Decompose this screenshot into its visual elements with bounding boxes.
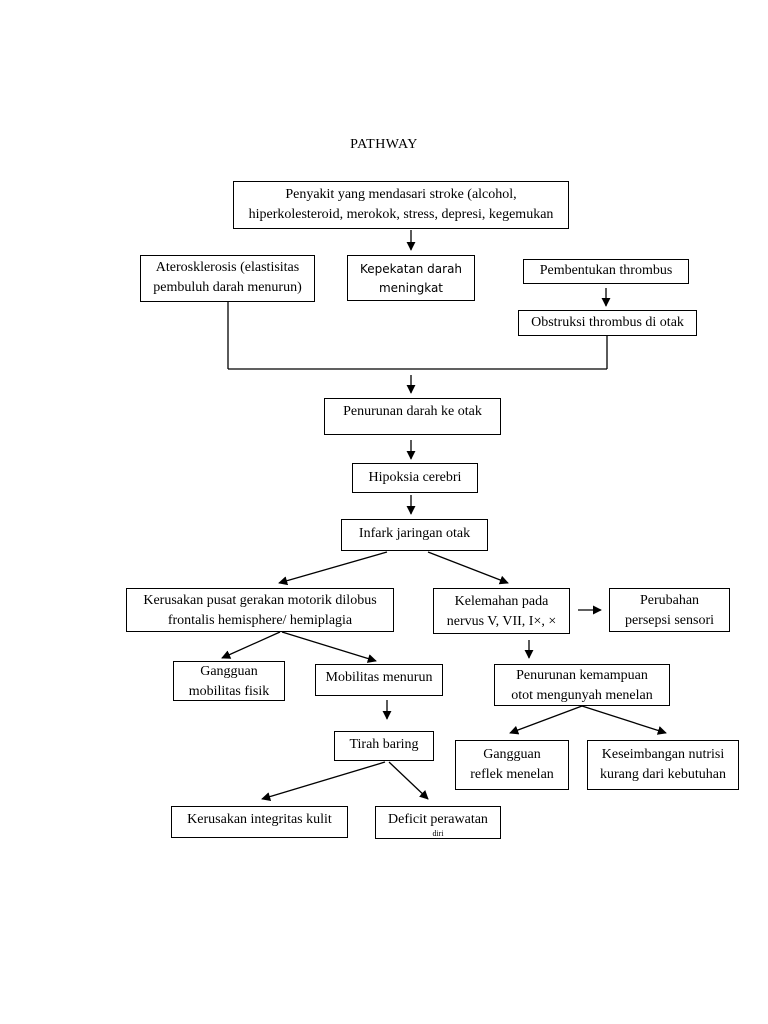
arrow-tirah-to-kerusakan-integritas [261, 761, 386, 801]
node-kelemahan: Kelemahan pada nervus V, VII, I×, × [433, 588, 570, 634]
node-obstruksi: Obstruksi thrombus di otak [518, 310, 697, 336]
arrow-infark-to-kerusakan-pusat [278, 551, 388, 586]
node-gangguan-reflek: Gangguan reflek menelan [455, 740, 569, 790]
node-tirah-baring: Tirah baring [334, 731, 434, 761]
node-kepekatan: Kepekatan darah meningkat [347, 255, 475, 301]
node-kerusakan-pusat: Kerusakan pusat gerakan motorik dilobus … [126, 588, 394, 632]
node-aterosklerosis: Aterosklerosis (elastisitas pembuluh dar… [140, 255, 315, 302]
node-penurunan-darah: Penurunan darah ke otak [324, 398, 501, 435]
node-mobilitas-menurun: Mobilitas menurun [315, 664, 443, 696]
node-penurunan-kemampuan: Penurunan kemampuan otot mengunyah menel… [494, 664, 670, 706]
node-gangguan-mobilitas: Gangguan mobilitas fisik [173, 661, 285, 701]
arrow-kerusakan-to-mobilitas-menurun [281, 631, 377, 663]
node-deficit-perawatan: Deficit perawatan diri [375, 806, 501, 839]
arrow-penurunan-kemampuan-to-keseimbangan [581, 705, 667, 735]
node-kerusakan-integritas: Kerusakan integritas kulit [171, 806, 348, 838]
arrow-infark-to-kelemahan [427, 551, 509, 585]
diagram-title: PATHWAY [350, 137, 418, 152]
node-hipoksia: Hipoksia cerebri [352, 463, 478, 493]
arrow-tirah-to-deficit [388, 761, 429, 800]
arrow-penurunan-kemampuan-to-gangguan-reflek [509, 705, 583, 735]
arrow-kerusakan-to-gangguan-mobilitas [221, 631, 281, 659]
node-keseimbangan: Keseimbangan nutrisi kurang dari kebutuh… [587, 740, 739, 790]
node-perubahan: Perubahan persepsi sensori [609, 588, 730, 632]
node-penyakit: Penyakit yang mendasari stroke (alcohol,… [233, 181, 569, 229]
node-infark: Infark jaringan otak [341, 519, 488, 551]
node-pembentukan: Pembentukan thrombus [523, 259, 689, 284]
